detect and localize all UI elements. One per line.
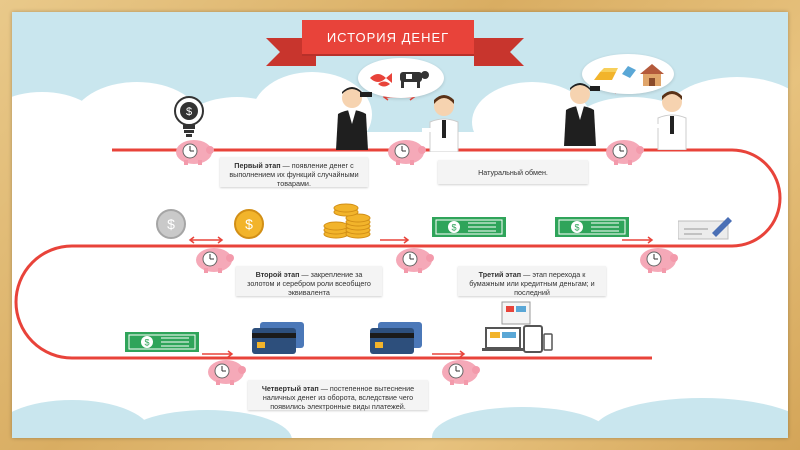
cheque-icon bbox=[678, 217, 732, 240]
gold-house-icon bbox=[594, 64, 664, 86]
stage-2-label: Второй этап bbox=[255, 270, 300, 279]
page-title: ИСТОРИЯ ДЕНЕГ bbox=[302, 20, 474, 54]
piggy-bank-icon bbox=[606, 140, 644, 165]
stage-4-text: — постепенное вытеснение наличных денег … bbox=[262, 384, 415, 411]
svg-text:$: $ bbox=[451, 223, 456, 233]
piggy-bank-icon bbox=[640, 248, 678, 273]
businessman-icon bbox=[336, 87, 372, 150]
piggy-bank-icon bbox=[388, 140, 426, 165]
stage-3-note: Третий этап — этап перехода к бумажным и… bbox=[458, 266, 606, 297]
silver-coin-icon: $ bbox=[156, 209, 186, 239]
stage-1b-note: Натуральный обмен. bbox=[438, 160, 588, 184]
fish-cattle-icon bbox=[370, 71, 429, 88]
businessman-icon bbox=[650, 91, 687, 150]
stage-3-label: Третий этап bbox=[478, 270, 522, 279]
piggy-bank-icon bbox=[208, 360, 246, 385]
devices-icon bbox=[482, 301, 553, 353]
credit-card-icon bbox=[252, 322, 304, 354]
svg-text:$: $ bbox=[186, 106, 192, 118]
svg-text:$: $ bbox=[144, 338, 149, 348]
stage-1-note: Первый этап — появление денег с выполнен… bbox=[220, 157, 368, 188]
piggy-bank-icon bbox=[396, 248, 434, 273]
piggy-bank-icon bbox=[442, 360, 480, 385]
svg-text:$: $ bbox=[167, 216, 175, 232]
stage-1b-text: Натуральный обмен. bbox=[478, 167, 548, 177]
lightbulb-dollar-icon: $ bbox=[174, 96, 204, 137]
banknote-icon: $ bbox=[125, 332, 199, 352]
slide: ИСТОРИЯ ДЕНЕГ $ bbox=[12, 12, 788, 438]
svg-text:$: $ bbox=[574, 223, 579, 233]
timeline-line bbox=[14, 148, 782, 360]
piggy-bank-icon bbox=[176, 140, 214, 165]
banknote-icon: $ bbox=[555, 217, 629, 237]
banknote-icon: $ bbox=[432, 217, 506, 237]
piggy-bank-icon bbox=[196, 248, 234, 273]
businessman-icon bbox=[564, 83, 600, 146]
credit-card-icon bbox=[370, 322, 422, 354]
stage-2-note: Второй этап — закрепление за золотом и с… bbox=[236, 266, 382, 297]
stage-4-note: Четвертый этап — постепенное вытеснение … bbox=[248, 380, 428, 411]
coin-stack-icon bbox=[323, 203, 371, 239]
stage-2-text: — закрепление за золотом и серебром роли… bbox=[247, 270, 371, 297]
banner-ribbon-right bbox=[474, 38, 524, 66]
businessman-icon bbox=[422, 95, 459, 152]
svg-text:$: $ bbox=[245, 216, 253, 232]
stage-1-label: Первый этап bbox=[234, 161, 281, 170]
gold-coin-icon: $ bbox=[234, 209, 264, 239]
stage-1-text: — появление денег с выполнением их функц… bbox=[229, 161, 359, 188]
stage-4-label: Четвертый этап bbox=[261, 384, 319, 393]
stage-3-text: — этап перехода к бумажным или кредитным… bbox=[469, 270, 595, 297]
